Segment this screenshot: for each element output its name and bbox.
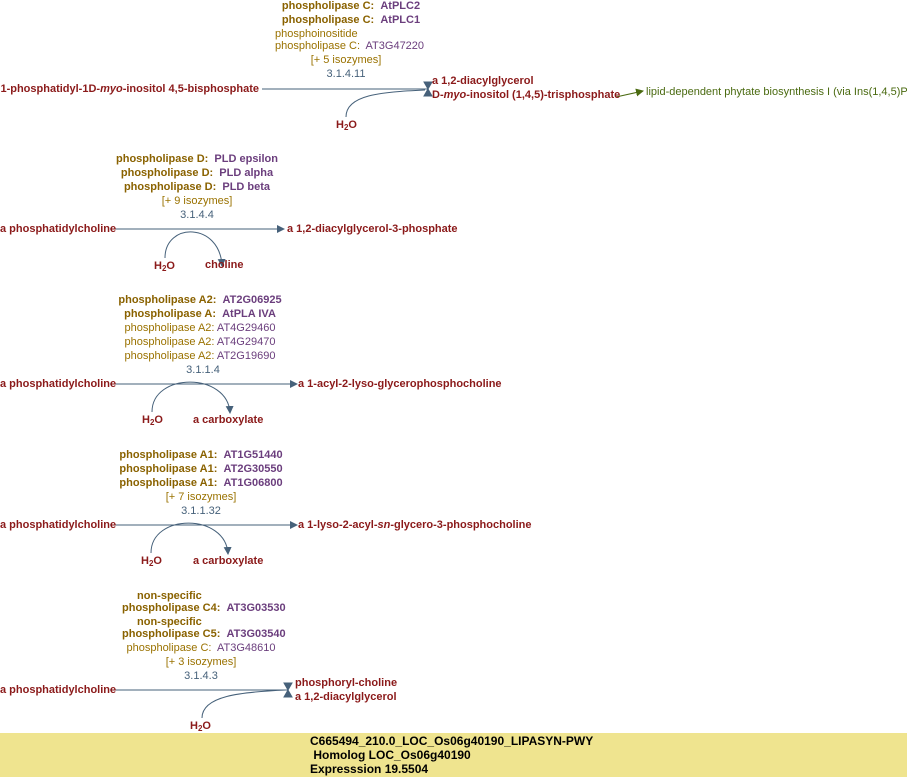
product[interactable]: a 1-acyl-2-lyso-glycerophosphocholine <box>298 378 502 390</box>
pathway-link[interactable]: lipid-dependent phytate biosynthesis I (… <box>646 86 907 98</box>
product[interactable]: a 1,2-diacylglycerol-3-phosphate <box>287 223 458 235</box>
reaction-5-split-arrowheads <box>283 682 293 698</box>
product[interactable]: phosphoryl-choline <box>295 677 398 689</box>
enzyme-line[interactable]: non-specific <box>137 616 202 628</box>
enzyme-line[interactable]: phospholipase A2: AT2G19690 <box>124 350 276 362</box>
substrate[interactable]: a 1-phosphatidyl-1D-myo-inositol 4,5-bis… <box>0 83 259 95</box>
coproduct[interactable]: a carboxylate <box>193 414 264 426</box>
enzyme-line[interactable]: phospholipase A1: AT1G51440 <box>119 449 283 461</box>
enzyme-line[interactable]: phospholipase A: AtPLA IVA <box>124 308 276 320</box>
enzyme-line[interactable]: phospholipase C: AtPLC2 <box>281 0 421 12</box>
enzyme-line[interactable]: non-specific <box>137 590 202 602</box>
enzyme-line[interactable]: phospholipase C: AT3G48610 <box>126 642 276 654</box>
reaction-5-h2o-arc <box>201 689 287 719</box>
enzyme-line[interactable]: phospholipase A2: AT4G29470 <box>124 336 276 348</box>
cosubstrate-h2o[interactable]: H2O <box>336 119 357 132</box>
enzyme-line[interactable]: phospholipase A2: AT2G06925 <box>118 294 282 306</box>
footer-title: C665494_210.0_LOC_Os06g40190_LIPASYN-PWY <box>310 734 594 748</box>
isozymes-link[interactable]: [+ 7 isozymes] <box>165 491 237 503</box>
reaction-3-arc <box>151 381 234 414</box>
substrate[interactable]: a phosphatidylcholine <box>0 684 117 696</box>
cosubstrate-h2o[interactable]: H2O <box>154 260 175 273</box>
substrate[interactable]: a phosphatidylcholine <box>0 223 117 235</box>
ec-number[interactable]: 3.1.4.3 <box>184 670 218 682</box>
pathway-link-arrow <box>615 88 644 98</box>
product[interactable]: a 1-lyso-2-acyl-sn-glycero-3-phosphochol… <box>298 519 532 531</box>
info-footer: C665494_210.0_LOC_Os06g40190_LIPASYN-PWY… <box>0 733 907 777</box>
product[interactable]: D-myo-inositol (1,4,5)-trisphosphate <box>432 89 621 101</box>
reaction-1-h2o-arc <box>345 89 426 118</box>
substrate[interactable]: a phosphatidylcholine <box>0 519 117 531</box>
cosubstrate-h2o[interactable]: H2O <box>141 555 162 568</box>
coproduct[interactable]: a carboxylate <box>193 555 264 567</box>
ec-number[interactable]: 3.1.4.11 <box>326 68 366 80</box>
enzyme-line[interactable]: phospholipase A1: AT2G30550 <box>119 463 283 475</box>
ec-number[interactable]: 3.1.1.32 <box>181 505 221 517</box>
cosubstrate-h2o[interactable]: H2O <box>142 414 163 427</box>
enzyme-line[interactable]: phospholipase C4: AT3G03530 <box>122 602 286 614</box>
cosubstrate-h2o[interactable]: H2O <box>190 720 211 733</box>
isozymes-link[interactable]: [+ 3 isozymes] <box>165 656 237 668</box>
reaction-1-split-arrowheads <box>423 81 433 97</box>
enzyme-line[interactable]: phospholipase C5: AT3G03540 <box>122 628 286 640</box>
enzyme-line[interactable]: phospholipase D: PLD beta <box>123 181 271 193</box>
enzyme-line[interactable]: phospholipase A2: AT4G29460 <box>124 322 276 334</box>
enzyme-line[interactable]: phosphoinositide <box>275 28 358 40</box>
enzyme-line[interactable]: phospholipase D: PLD epsilon <box>116 153 278 165</box>
footer-expression: Expresssion 19.5504 <box>310 762 429 776</box>
isozymes-link[interactable]: [+ 5 isozymes] <box>310 54 382 66</box>
enzyme-line[interactable]: phospholipase D: PLD alpha <box>120 167 274 179</box>
reaction-4-arc <box>150 522 232 555</box>
product[interactable]: a 1,2-diacylglycerol <box>295 691 397 703</box>
enzyme-line[interactable]: phospholipase C: AT3G47220 <box>275 40 425 52</box>
enzyme-line[interactable]: phospholipase C: AtPLC1 <box>281 14 421 26</box>
isozymes-link[interactable]: [+ 9 isozymes] <box>161 195 233 207</box>
product[interactable]: a 1,2-diacylglycerol <box>432 75 534 87</box>
substrate[interactable]: a phosphatidylcholine <box>0 378 117 390</box>
reaction-2-arc <box>164 231 226 267</box>
ec-number[interactable]: 3.1.4.4 <box>180 209 214 221</box>
coproduct[interactable]: choline <box>205 259 244 271</box>
enzyme-line[interactable]: phospholipase A1: AT1G06800 <box>119 477 283 489</box>
footer-homolog: Homolog LOC_Os06g40190 <box>310 748 471 762</box>
ec-number[interactable]: 3.1.1.4 <box>186 364 220 376</box>
